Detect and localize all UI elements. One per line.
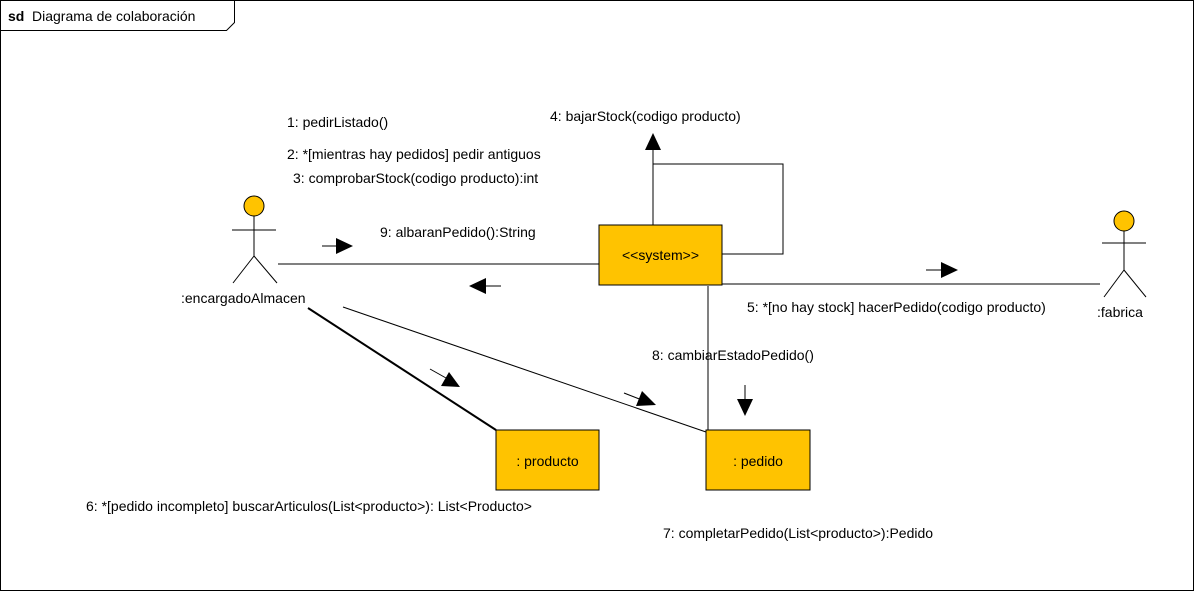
- actor-fabrica-figure[interactable]: [1102, 210, 1147, 298]
- arrow-diag-to-producto: [429, 368, 460, 387]
- frame-title: Diagrama de colaboración: [32, 8, 195, 24]
- arrow-up-self-system: [645, 133, 661, 164]
- arrow-down-to-pedido: [737, 385, 753, 416]
- message-9-label: 9: albaranPedido():String: [380, 224, 536, 240]
- message-3-label: 3: comprobarStock(codigo producto):int: [293, 170, 538, 186]
- arrow-right-to-system: [322, 238, 353, 254]
- frame-keyword: sd: [8, 8, 24, 24]
- link-encargado-producto: [307, 307, 497, 431]
- object-pedido-label: : pedido: [733, 453, 783, 469]
- actor-encargado-label: :encargadoAlmacen: [181, 290, 306, 306]
- actor-fabrica-label: :fabrica: [1097, 304, 1143, 320]
- message-5-label: 5: *[no hay stock] hacerPedido(codigo pr…: [747, 299, 1046, 315]
- message-2-label: 2: *[mientras hay pedidos] pedir antiguo…: [287, 146, 541, 162]
- arrow-diag-to-pedido: [623, 391, 656, 406]
- link-encargado-pedido: [342, 306, 707, 433]
- message-8-label: 8: cambiarEstadoPedido(): [652, 347, 814, 363]
- object-pedido[interactable]: : pedido: [705, 429, 811, 491]
- message-4-label: 4: bajarStock(codigo producto): [550, 108, 741, 124]
- object-producto-label: : producto: [516, 453, 578, 469]
- object-pedido-box: [705, 429, 811, 491]
- object-system-box: [598, 224, 723, 286]
- object-producto-box: [495, 429, 600, 491]
- message-1-label: 1: pedirListado(): [287, 114, 388, 130]
- self-link-system: [652, 163, 784, 255]
- frame-tab: [0, 0, 235, 31]
- arrow-left-to-encargado: [469, 278, 501, 294]
- object-producto[interactable]: : producto: [495, 429, 600, 491]
- object-system-label: <<system>>: [622, 247, 699, 263]
- arrow-right-to-fabrica: [926, 262, 958, 278]
- message-6-label: 6: *[pedido incompleto] buscarArticulos(…: [86, 498, 532, 514]
- actor-encargado-figure[interactable]: [232, 195, 278, 284]
- message-7-label: 7: completarPedido(List<producto>):Pedid…: [663, 525, 933, 541]
- actor-head-icon: [1113, 210, 1135, 232]
- actor-head-icon: [243, 195, 265, 217]
- object-system[interactable]: <<system>>: [598, 224, 723, 286]
